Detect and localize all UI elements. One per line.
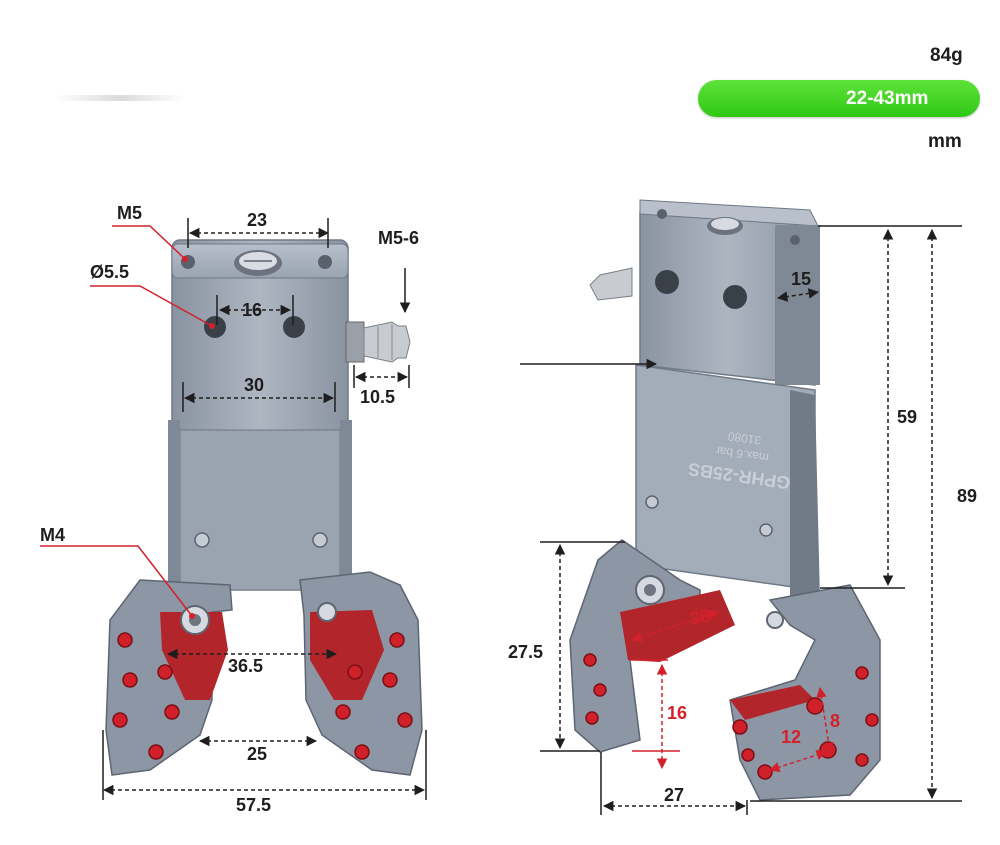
- dim-27: 27: [664, 785, 685, 805]
- stroke-badge: 22-43mm: [698, 80, 980, 117]
- dim-15: 15: [791, 269, 812, 289]
- dim-27-5: 27.5: [508, 642, 544, 662]
- stroke-badge-text: 22-43mm: [846, 88, 929, 109]
- front-leaders: [40, 225, 213, 617]
- air-fitting-icon: [589, 267, 633, 301]
- dim-30: 30: [244, 375, 265, 395]
- dim-10-5: 10.5: [360, 387, 396, 407]
- m5-hole-icon: [318, 255, 332, 269]
- mount-hole-icon: [655, 270, 679, 294]
- dia-5-5-label: Ø5.5: [90, 262, 130, 282]
- right-jaw-pad: [310, 610, 384, 700]
- side-view-gripper: [569, 199, 881, 801]
- dim-36-5: 36.5: [228, 656, 264, 676]
- dim-59: 59: [897, 407, 918, 427]
- right-pad-dots: [335, 632, 413, 760]
- screw-icon: [759, 523, 773, 537]
- unit-label: mm: [928, 131, 962, 152]
- screw-icon: [766, 611, 784, 629]
- air-fitting-icon: [345, 321, 365, 363]
- mount-hole-icon: [283, 316, 305, 338]
- dim-89: 89: [957, 486, 978, 506]
- front-view-gripper: [105, 239, 423, 776]
- dim-8: 8: [830, 711, 841, 731]
- dim-38: 38: [688, 605, 712, 629]
- dim-25: 25: [247, 744, 268, 764]
- side-edge: [775, 225, 820, 385]
- engraving-serial: 31080: [727, 429, 762, 448]
- dim-16-front: 16: [242, 300, 263, 320]
- side-dimensions: [520, 225, 962, 815]
- dim-12: 12: [781, 727, 802, 747]
- weight-label: 84g: [930, 45, 963, 66]
- dim-16-side: 16: [667, 703, 688, 723]
- dim-57-5: 57.5: [236, 795, 272, 815]
- screw-icon: [317, 602, 337, 622]
- m5-label: M5: [117, 203, 143, 223]
- dim-23: 23: [247, 210, 268, 230]
- m5-6-label: M5-6: [378, 228, 420, 248]
- screw-icon: [645, 495, 659, 509]
- m4-label: M4: [40, 525, 66, 545]
- side-red-dimensions: [630, 609, 834, 773]
- front-dimensions: [102, 218, 427, 800]
- screw-icon: [194, 532, 210, 548]
- screw-icon: [312, 532, 328, 548]
- faded-caption-bar: [55, 95, 185, 101]
- left-pad-dots: [112, 632, 180, 760]
- mount-hole-icon: [723, 285, 747, 309]
- mount-hole-icon: [204, 316, 226, 338]
